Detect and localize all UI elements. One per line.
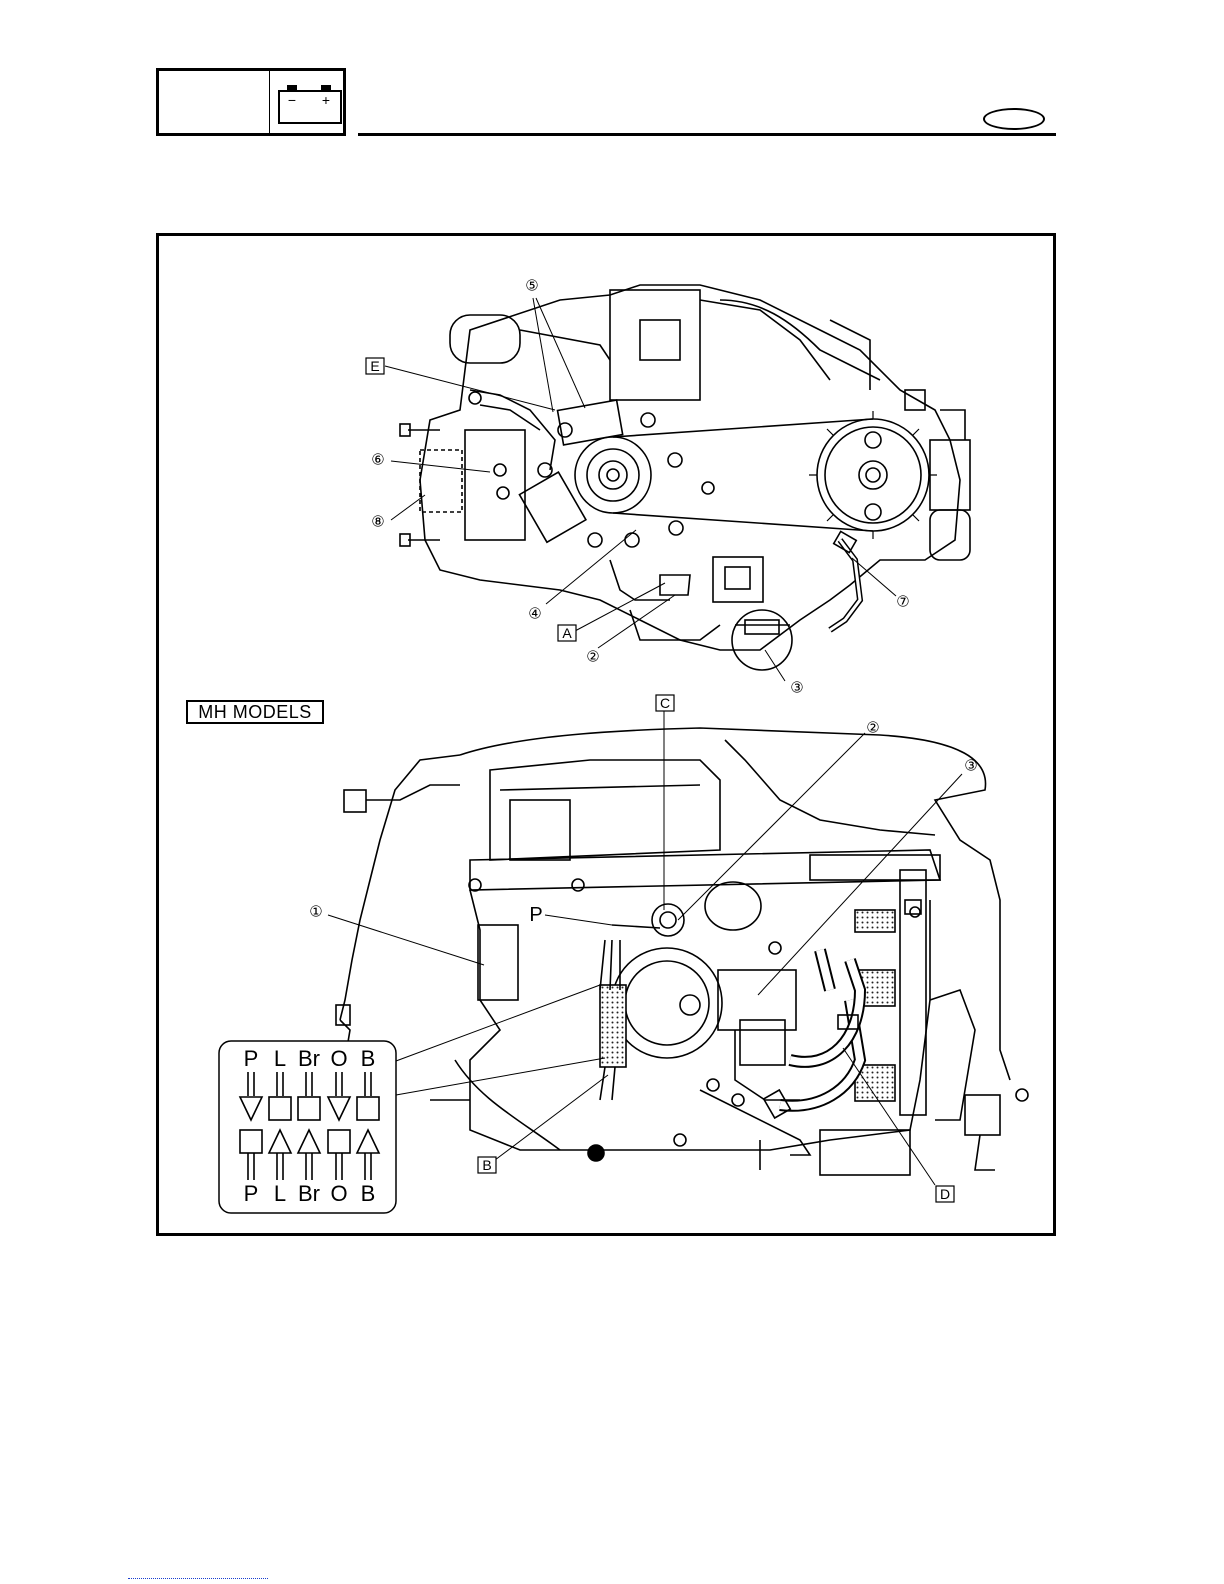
wire-top-p: P <box>244 1046 259 1071</box>
side-view-callouts: C B D ① ② ③ P <box>309 695 977 1202</box>
wire-bottom-l: L <box>274 1181 286 1206</box>
side-view-engine <box>336 728 1028 1175</box>
wire-bottom-b: B <box>361 1181 376 1206</box>
callout-2-top: ② <box>586 649 599 666</box>
letter-a: A <box>562 625 572 641</box>
callout-4: ④ <box>528 606 541 623</box>
p-label: P <box>529 904 542 926</box>
wire-top-br: Br <box>298 1046 320 1071</box>
callout-1: ① <box>309 904 322 921</box>
wire-top-l: L <box>274 1046 286 1071</box>
footer-rule <box>128 1578 268 1579</box>
callout-3-top: ③ <box>790 680 803 697</box>
letter-c: C <box>660 695 670 711</box>
wire-bottom-br: Br <box>298 1181 320 1206</box>
wire-bottom-p: P <box>244 1181 259 1206</box>
top-view-engine <box>400 285 970 670</box>
callout-2-side: ② <box>866 720 879 737</box>
wire-bottom-o: O <box>330 1181 347 1206</box>
wire-top-o: O <box>330 1046 347 1071</box>
connector-inset: P L Br O B <box>219 1041 396 1213</box>
callout-5-top: ⑤ <box>525 278 538 295</box>
mh-models-label: MH MODELS <box>186 700 324 724</box>
callout-7: ⑦ <box>896 594 909 611</box>
letter-d: D <box>940 1186 950 1202</box>
wire-top-b: B <box>361 1046 376 1071</box>
callout-6: ⑥ <box>371 452 384 469</box>
letter-e: E <box>370 358 379 374</box>
letter-b: B <box>482 1157 491 1173</box>
callout-8: ⑧ <box>371 514 384 531</box>
callout-3-side: ③ <box>964 758 977 775</box>
